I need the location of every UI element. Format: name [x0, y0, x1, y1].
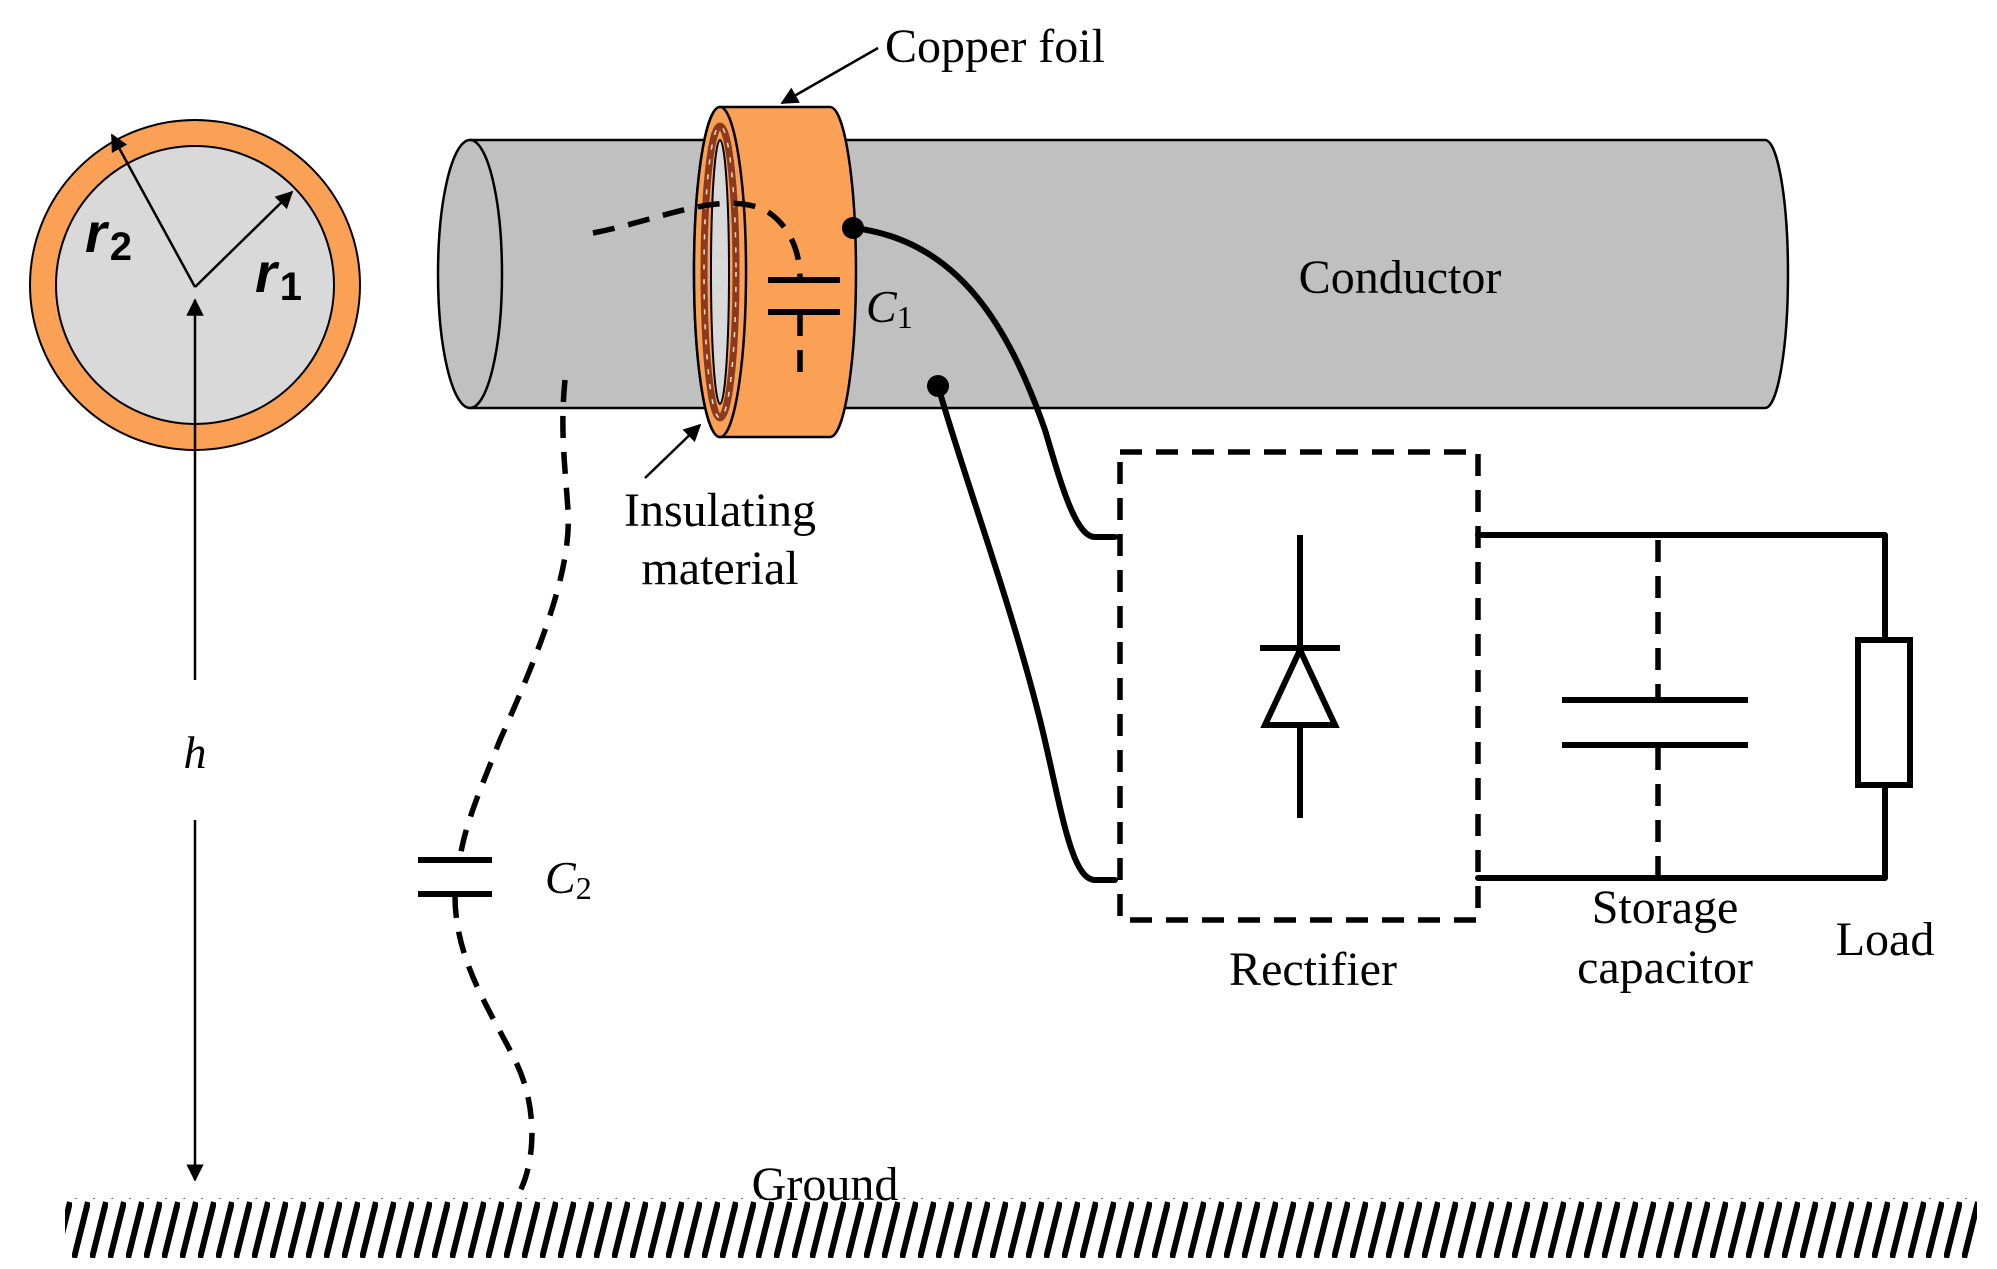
- insulating-label-line1: Insulating: [624, 484, 816, 537]
- h-label: h: [184, 727, 207, 778]
- c2-dashed-bottom: [452, 895, 535, 1202]
- output-bus-top: [1475, 532, 1888, 643]
- r2-label: r2: [85, 201, 132, 269]
- rectifier-block: Rectifier: [1117, 449, 1481, 996]
- c1-dashed-top: [592, 200, 803, 279]
- output-bus-bottom: [1475, 782, 1888, 881]
- ground-label: Ground: [752, 1158, 899, 1211]
- load-resistor-icon: [1855, 637, 1913, 788]
- ground-hatch-icon: [65, 1198, 1977, 1258]
- copper-foil-label: Copper foil: [885, 20, 1105, 73]
- r1-radius-arrow: [194, 190, 294, 288]
- rectifier-label: Rectifier: [1229, 943, 1397, 996]
- conductor-end-face: [469, 138, 504, 410]
- cross-section: r2 r1: [29, 119, 361, 451]
- wire-foil-to-rectifier: [850, 225, 1118, 540]
- output-circuit: Storage capacitor Load: [1475, 532, 1935, 994]
- capacitor-c1: C1: [592, 200, 913, 375]
- conductor-body: [436, 138, 1790, 410]
- copper-foil-pointer: [780, 46, 879, 105]
- inner-face: [710, 139, 730, 405]
- r2-radius-arrow: [110, 133, 197, 288]
- insulating-label-line2: material: [641, 542, 798, 595]
- connection-wires: [842, 217, 1118, 883]
- c2-label: C2: [545, 852, 592, 906]
- insulating-pointer: [644, 423, 702, 479]
- r1-label: r1: [255, 241, 302, 309]
- storage-label-line2: capacitor: [1577, 941, 1753, 994]
- ground: Ground: [65, 1158, 1977, 1258]
- storage-capacitor-icon: [1562, 540, 1748, 876]
- c1-label: C1: [866, 281, 913, 335]
- wire-conductor-to-rectifier: [935, 383, 1118, 883]
- load-label: Load: [1836, 913, 1935, 966]
- c2-dashed-top: [457, 379, 572, 859]
- height-dimension: h: [184, 298, 207, 1182]
- diode-icon: [1260, 535, 1340, 818]
- insulating-layer-highlight: [703, 125, 737, 419]
- conductor-cylinder: Conductor: [436, 138, 1790, 410]
- rectifier-dashed-box: [1117, 449, 1481, 923]
- conductor-label: Conductor: [1299, 251, 1502, 304]
- copper-foil-band: [692, 105, 858, 439]
- storage-label-line1: Storage: [1592, 881, 1739, 934]
- capacitor-c2: C2: [418, 379, 592, 1202]
